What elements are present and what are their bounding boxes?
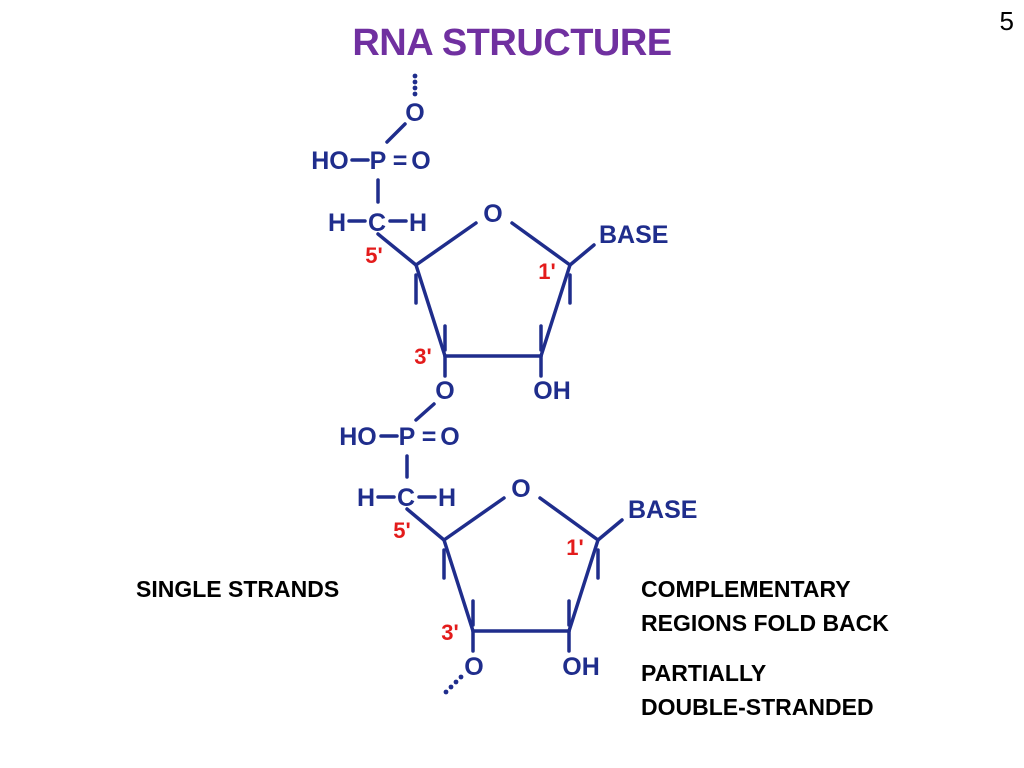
- base-label: BASE: [599, 221, 668, 249]
- base-label: BASE: [628, 496, 697, 524]
- chain-dot: [443, 689, 449, 695]
- chain-dot: [448, 684, 454, 690]
- carbon-5-label: 5': [365, 243, 382, 268]
- note-partially-line-2: DOUBLE-STRANDED: [641, 694, 874, 720]
- chain-dot: [412, 79, 418, 85]
- oxygen-3: O: [435, 377, 454, 405]
- chain-dot: [412, 85, 418, 91]
- chain-dot: [412, 73, 418, 79]
- carbon-1-label: 1': [566, 535, 583, 560]
- nucleotide-1: O HO P = O H C H 5' O BASE 1' 3' O: [311, 73, 668, 422]
- methylene-c: C: [368, 209, 386, 237]
- note-complementary-regions: COMPLEMENTARY REGIONS FOLD BACK: [641, 572, 889, 640]
- chain-continuation-top: [412, 73, 418, 97]
- phosphate-p: P: [399, 423, 416, 451]
- carbon-5-label: 5': [393, 518, 410, 543]
- ring-bond-c4-o: [442, 496, 506, 542]
- nucleotide-2: HO P = O H C H 5' O BASE 1' 3' O OH: [339, 423, 697, 695]
- note-partially-line-1: PARTIALLY: [641, 660, 767, 686]
- note-partially-double-stranded: PARTIALLY DOUBLE-STRANDED: [641, 656, 874, 724]
- ring-bond-c4-o: [414, 221, 478, 267]
- methylene-h-right: H: [438, 484, 456, 512]
- note-complementary-line-2: REGIONS FOLD BACK: [641, 610, 889, 636]
- ring-bond-c1-c2: [539, 263, 572, 358]
- carbon-3-label: 3': [441, 620, 458, 645]
- carbon-3-label: 3': [414, 344, 431, 369]
- phosphate-o: O: [440, 423, 459, 451]
- phosphate-p: P: [370, 147, 387, 175]
- methylene-h-left: H: [328, 209, 346, 237]
- methylene-c: C: [397, 484, 415, 512]
- methylene-h-right: H: [409, 209, 427, 237]
- carbon-1-label: 1': [538, 259, 555, 284]
- ring-bond-c3-c4: [442, 538, 475, 633]
- ring-bond-o-c1: [510, 221, 572, 267]
- phosphate-double-bond: =: [393, 147, 408, 175]
- note-single-strands: SINGLE STRANDS: [136, 572, 339, 606]
- bond-c1-to-base: [568, 243, 596, 267]
- phosphate-ho: HO: [339, 423, 377, 451]
- ring-bond-c3-c4: [414, 263, 447, 358]
- phosphate-oxygen-top: O: [405, 99, 424, 127]
- oxygen-3: O: [464, 653, 483, 681]
- methylene-h-left: H: [357, 484, 375, 512]
- chain-continuation-bottom: [443, 674, 464, 695]
- bond-c1-to-base: [596, 518, 624, 542]
- ring-bond-o-c1: [538, 496, 600, 542]
- slide-title: RNA STRUCTURE: [352, 22, 672, 64]
- bond-c-to-c4: [376, 232, 418, 267]
- hydroxyl-2: OH: [562, 653, 600, 681]
- ring-oxygen: O: [511, 475, 530, 503]
- bond-o3-to-p2: [414, 402, 436, 422]
- note-complementary-line-1: COMPLEMENTARY: [641, 576, 851, 602]
- chain-dot: [453, 679, 459, 685]
- ring-oxygen: O: [483, 200, 502, 228]
- phosphate-o: O: [411, 147, 430, 175]
- chain-dot: [412, 91, 418, 97]
- hydroxyl-2: OH: [533, 377, 571, 405]
- slide-number: 5: [999, 6, 1014, 36]
- bond-o-to-p: [385, 122, 407, 144]
- bond-c-to-c4: [405, 507, 446, 542]
- ring-bond-c1-c2: [567, 538, 600, 633]
- phosphate-ho: HO: [311, 147, 349, 175]
- phosphate-double-bond: =: [422, 423, 437, 451]
- chain-dot: [458, 674, 464, 680]
- note-single-strands-text: SINGLE STRANDS: [136, 576, 340, 602]
